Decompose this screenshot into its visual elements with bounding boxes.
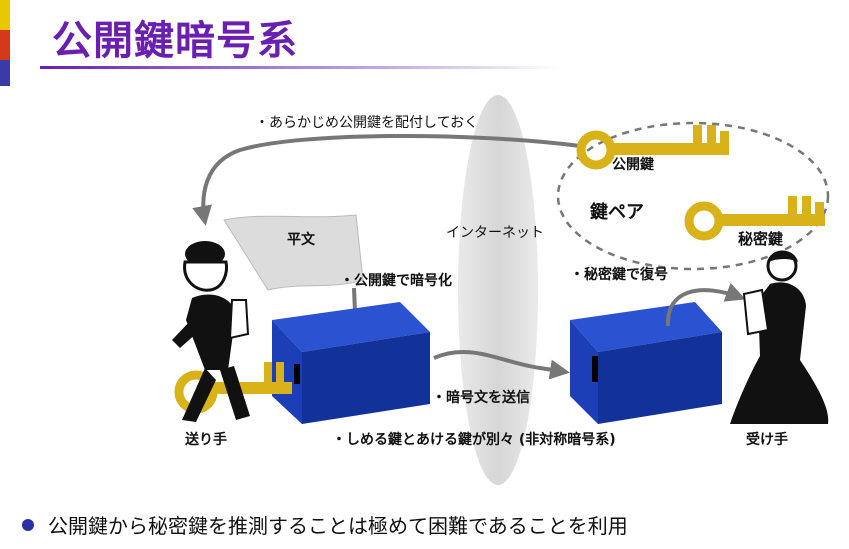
internet-ellipse (458, 95, 538, 485)
private-key-icon (684, 196, 825, 241)
sender-lockbox (272, 302, 430, 424)
title-underline (40, 66, 560, 69)
receiver-figure-icon (730, 250, 829, 424)
bullet-item: 公開鍵から秘密鍵を推測することは極めて困難であることを利用 (22, 510, 628, 539)
title-decoration (0, 0, 10, 86)
public-key-icon (576, 125, 729, 170)
sender-label: 送り手 (184, 431, 227, 448)
decrypt-label: ・秘密鍵で復号 (570, 266, 668, 283)
receiver-label: 受け手 (746, 431, 788, 448)
asymmetric-label: ・しめる鍵とあける鍵が別々 (非対称暗号系) (332, 431, 616, 448)
plaintext-paper-icon (223, 214, 364, 291)
receiver-lockbox (570, 302, 722, 424)
plaintext-label: 平文 (287, 231, 316, 248)
bullet-text: 公開鍵から秘密鍵を推測することは極めて困難であることを利用 (48, 514, 628, 538)
internet-label: インターネット (446, 225, 544, 241)
send-arrow (433, 349, 570, 380)
private-key-label: 秘密鍵 (738, 230, 783, 248)
distribute-arrow (192, 133, 581, 226)
decrypt-arrow (665, 282, 746, 327)
bullet-dot-icon (22, 518, 34, 531)
send-ciphertext-label: ・暗号文を送信 (432, 389, 530, 406)
key-pair-ellipse (556, 121, 830, 271)
distribute-label: ・あらかじめ公開鍵を配付しておく (255, 115, 478, 131)
public-key-label: 公開鍵 (612, 156, 654, 173)
sender-figure-icon (172, 241, 250, 422)
page-title: 公開鍵暗号系 (52, 18, 298, 64)
key-pair-label: 鍵ペア (590, 201, 644, 223)
encrypt-label: ・公開鍵で暗号化 (340, 272, 452, 289)
